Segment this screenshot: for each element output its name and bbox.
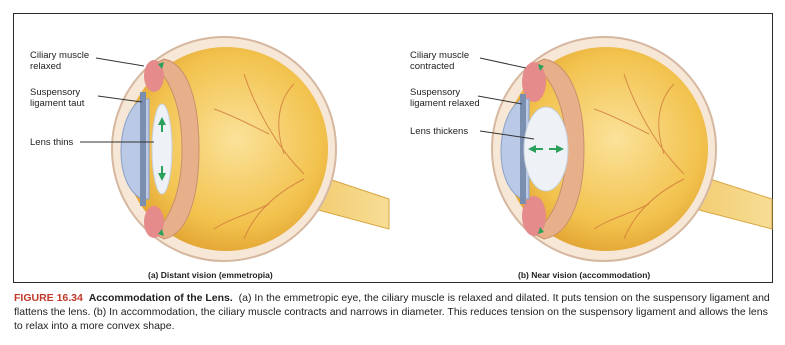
label-lens-thins: Lens thins (30, 137, 73, 148)
figure-title: Accommodation of the Lens. (89, 292, 233, 304)
subcaption-b: (b) Near vision (accommodation) (518, 270, 650, 280)
iris (140, 92, 146, 206)
figure-caption: FIGURE 16.34 Accommodation of the Lens. … (14, 291, 776, 333)
subcaption-a: (a) Distant vision (emmetropia) (148, 270, 273, 280)
figure-number: FIGURE 16.34 (14, 292, 83, 304)
label-lens-thickens: Lens thickens (410, 126, 468, 137)
